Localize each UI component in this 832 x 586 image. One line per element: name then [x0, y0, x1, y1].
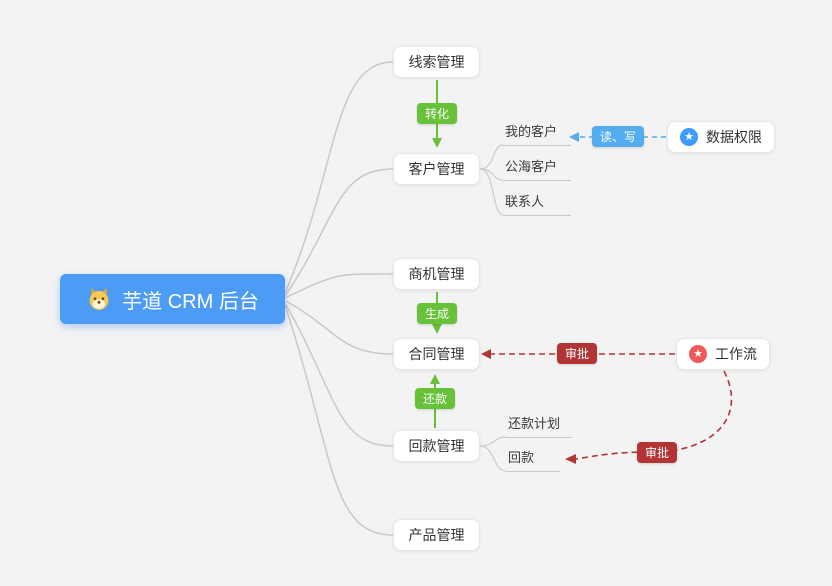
data-permission-label: 数据权限 — [706, 129, 762, 145]
badge-approve-contract[interactable]: 审批 — [557, 343, 598, 364]
node-customers[interactable]: 客户管理 — [393, 153, 480, 185]
node-workflow[interactable]: ★ 工作流 — [676, 338, 770, 370]
root-label: 芋道 CRM 后台 — [122, 290, 259, 313]
workflow-label: 工作流 — [715, 346, 757, 362]
badge-approve-receivable[interactable]: 审批 — [637, 442, 678, 463]
badge-read-write[interactable]: 读、写 — [592, 126, 645, 147]
root-node-crm-backend[interactable]: 芋道 CRM 后台 — [60, 274, 285, 324]
leaf-public-customers[interactable]: 公海客户 — [503, 159, 571, 181]
leaf-repayment-plan[interactable]: 还款计划 — [506, 416, 572, 438]
node-receivables[interactable]: 回款管理 — [393, 430, 480, 462]
node-products[interactable]: 产品管理 — [393, 519, 480, 551]
star-in-circle-icon: ★ — [689, 345, 707, 363]
root-branch-curves — [284, 61, 394, 536]
customer-child-branches — [479, 144, 504, 216]
badge-generate[interactable]: 生成 — [417, 303, 458, 324]
node-opportunities[interactable]: 商机管理 — [393, 258, 480, 290]
badge-convert[interactable]: 转化 — [417, 103, 458, 124]
receivable-child-branches — [479, 436, 507, 472]
leaf-my-customers[interactable]: 我的客户 — [503, 124, 571, 146]
leaf-contacts[interactable]: 联系人 — [503, 194, 571, 216]
badge-repay[interactable]: 还款 — [415, 388, 456, 409]
dog-icon — [86, 286, 112, 312]
node-data-permission[interactable]: ★ 数据权限 — [667, 121, 775, 153]
node-leads[interactable]: 线索管理 — [393, 46, 480, 78]
star-in-circle-icon: ★ — [680, 128, 698, 146]
node-contracts[interactable]: 合同管理 — [393, 338, 480, 370]
leaf-receivable[interactable]: 回款 — [506, 450, 560, 472]
